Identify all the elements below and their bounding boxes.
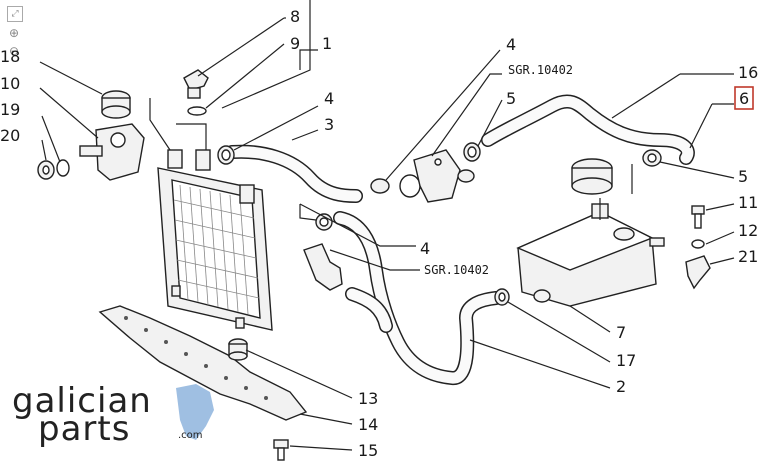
label-13: 13 — [358, 389, 378, 408]
expansion-tank — [516, 203, 665, 307]
callout-labels: 8 9 1 18 10 19 20 4 3 4 5 4 16 6 5 11 12… — [0, 7, 758, 460]
outlet-bracket — [303, 243, 343, 291]
label-19: 19 — [0, 100, 20, 119]
label-18: 18 — [0, 47, 20, 66]
clamp-4a — [217, 145, 235, 165]
label-21: 21 — [738, 247, 758, 266]
expand-icon[interactable]: ⤢ — [7, 6, 23, 22]
sgr-reference-middle: SGR.10402 — [424, 263, 489, 277]
washer-19 — [56, 159, 70, 177]
zoom-in-icon[interactable]: ⊕ — [8, 26, 20, 40]
label-5-right: 5 — [738, 167, 748, 186]
label-4-top-left: 4 — [324, 89, 334, 108]
thermostat-housing — [79, 123, 145, 181]
clamp-4c — [315, 213, 333, 231]
label-10: 10 — [0, 74, 20, 93]
clamp-5a — [463, 142, 481, 162]
logo-line-2: parts — [38, 409, 130, 449]
label-8: 8 — [290, 7, 300, 26]
label-20: 20 — [0, 126, 20, 145]
label-16: 16 — [738, 63, 758, 82]
logo-map-shape — [176, 384, 214, 440]
hose-3 — [225, 144, 363, 203]
label-12: 12 — [738, 221, 758, 240]
label-9: 9 — [290, 34, 300, 53]
label-17: 17 — [616, 351, 636, 370]
nut-20 — [37, 160, 55, 180]
thermostat-outlet — [370, 149, 475, 203]
label-3: 3 — [324, 115, 334, 134]
radiator — [157, 149, 273, 331]
label-4-middle: 4 — [420, 239, 430, 258]
zoom-out-icon[interactable]: ⊖ — [8, 44, 20, 58]
sgr-reference-top: SGR.10402 — [508, 63, 573, 77]
label-7: 7 — [616, 323, 626, 342]
expansion-tank-cap — [571, 158, 613, 195]
label-6: 6 — [739, 89, 749, 108]
bolt-15 — [273, 439, 289, 461]
radiator-cap — [183, 69, 209, 99]
cap-seal — [187, 106, 207, 116]
washer-12 — [691, 239, 705, 249]
label-11: 11 — [738, 193, 758, 212]
bolt-11 — [691, 205, 705, 229]
label-2: 2 — [616, 377, 626, 396]
hose-16 — [481, 94, 695, 165]
label-15: 15 — [358, 441, 378, 460]
sensor-21 — [685, 255, 711, 290]
highlight-box — [734, 86, 754, 110]
hose-2 — [333, 211, 503, 385]
thermostat-cap — [101, 90, 131, 119]
label-4-top-center: 4 — [506, 35, 516, 54]
rubber-mount-13 — [228, 338, 248, 361]
viewer-toolbar: ⤢ ⊕ ⊖ — [5, 4, 25, 60]
logo-suffix: .com — [178, 430, 203, 441]
galician-parts-logo: galician parts .com — [12, 381, 214, 449]
label-14: 14 — [358, 415, 378, 434]
label-1: 1 — [322, 34, 332, 53]
leader-lines — [39, 0, 735, 451]
logo-line-1: galician — [12, 381, 152, 421]
label-5-top: 5 — [506, 89, 516, 108]
lower-shield — [98, 305, 308, 421]
clamp-17 — [494, 288, 510, 306]
clamp-5b — [642, 149, 662, 167]
